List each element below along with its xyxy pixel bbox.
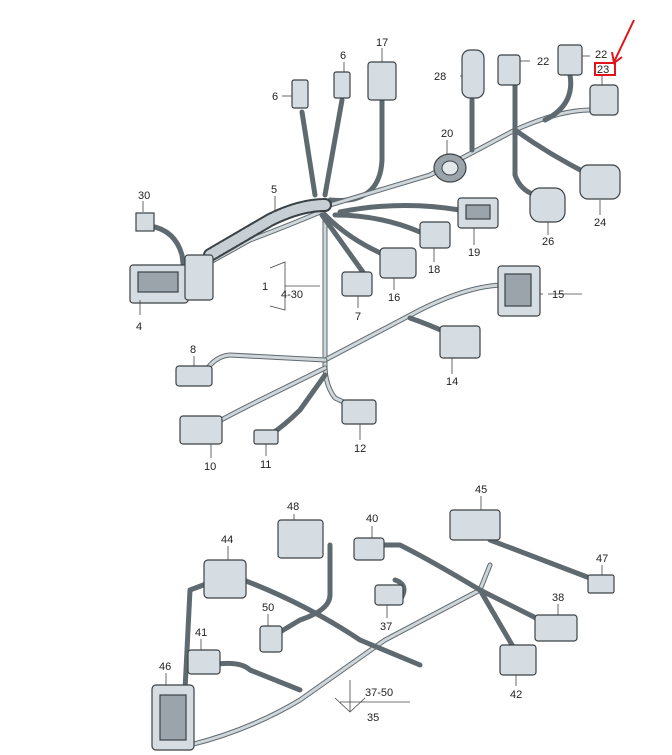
label-30: 30 [138, 190, 150, 202]
label-42: 42 [510, 689, 522, 701]
connector-8 [175, 365, 213, 387]
label-28: 28 [434, 71, 446, 83]
label-47: 47 [596, 553, 608, 565]
grommet-20 [433, 153, 467, 183]
label-11: 11 [260, 459, 271, 471]
label-17: 17 [376, 37, 388, 49]
label-37: 37 [380, 621, 392, 633]
label-18: 18 [428, 264, 440, 276]
label-46: 46 [159, 661, 171, 673]
label-6-right: 6 [340, 50, 346, 62]
connector-38 [534, 614, 578, 642]
label-5: 5 [271, 184, 277, 196]
connector-22-right [557, 44, 583, 76]
label-48: 48 [287, 501, 299, 513]
connector-11 [253, 429, 279, 445]
label-16: 16 [388, 292, 400, 304]
label-20: 20 [441, 128, 453, 140]
highlight-box [594, 62, 616, 76]
leader-lines [139, 48, 603, 713]
label-23: 23 [597, 64, 609, 76]
label-41: 41 [195, 627, 207, 639]
label-14: 14 [446, 376, 458, 388]
connector-48 [277, 519, 324, 559]
connector-6-left [291, 79, 309, 109]
connector-15 [497, 265, 541, 317]
connector-6-right [333, 71, 351, 99]
connector-50 [259, 625, 283, 653]
label-10: 10 [204, 461, 216, 473]
connector-22-left [497, 54, 521, 86]
connector-14 [439, 325, 481, 359]
connector-18 [419, 221, 451, 249]
lower-harness-wires [182, 537, 598, 748]
label-12: 12 [354, 443, 366, 455]
connector-37 [374, 584, 404, 606]
connector-45 [449, 509, 501, 541]
convoluted-sheath [203, 198, 332, 262]
callout-labels: 30 4 5 6 6 17 28 22 22 23 20 24 26 19 18… [136, 37, 609, 724]
label-15: 15 [552, 289, 564, 301]
red-arrow-icon [613, 19, 635, 63]
label-44: 44 [221, 534, 233, 546]
label-50: 50 [262, 602, 274, 614]
label-4-30: 4-30 [281, 289, 303, 301]
connector-40 [353, 537, 385, 561]
label-38: 38 [552, 592, 564, 604]
connector-44 [203, 559, 247, 599]
connector-41 [187, 649, 221, 675]
connector-12 [341, 399, 377, 425]
connector-42 [499, 644, 537, 676]
label-22-right: 22 [595, 49, 607, 61]
connector-26 [529, 187, 566, 223]
connector-19 [457, 197, 499, 229]
highlight-part-23 [594, 19, 635, 76]
label-24: 24 [594, 217, 606, 229]
connector-24 [579, 164, 621, 200]
connector-30 [135, 212, 155, 232]
connector-4 [129, 254, 214, 304]
connector-10 [179, 415, 223, 445]
label-37-50: 37-50 [365, 687, 393, 699]
label-8: 8 [190, 344, 196, 356]
label-4: 4 [136, 321, 142, 333]
connector-7 [341, 271, 373, 297]
label-1: 1 [262, 281, 268, 293]
connector-23 [589, 84, 619, 116]
label-7: 7 [355, 311, 361, 323]
connector-17 [367, 61, 397, 101]
label-45: 45 [475, 484, 487, 496]
upper-harness-wires [147, 72, 593, 438]
connector-16 [379, 247, 417, 279]
label-26: 26 [542, 236, 554, 248]
connector-46 [151, 684, 195, 751]
label-40: 40 [366, 513, 378, 525]
connector-28 [461, 49, 485, 99]
label-6-left: 6 [272, 91, 278, 103]
label-35: 35 [367, 712, 379, 724]
label-19: 19 [468, 247, 480, 259]
connector-47 [587, 574, 615, 594]
label-22-left: 22 [537, 56, 549, 68]
